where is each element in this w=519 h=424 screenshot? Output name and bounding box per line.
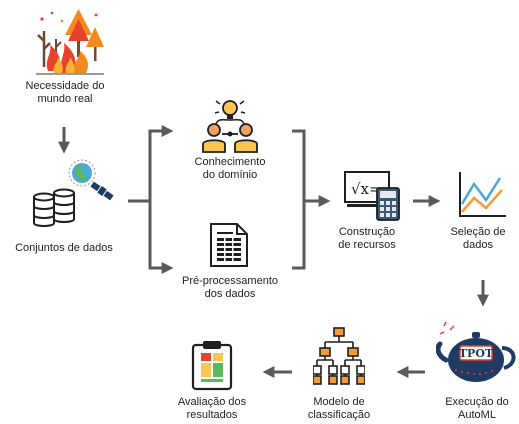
datasets-label: Conjuntos de dados — [15, 242, 113, 254]
domain-knowledge-label: Conhecimento do domínio — [194, 156, 266, 181]
real-world-need-label: Necessidade do mundo real — [25, 80, 105, 105]
automl-execution-label: Execução do AutoML — [445, 396, 509, 421]
line-chart-icon — [456, 170, 508, 220]
preprocessing-label: Pré-processamento dos dados — [182, 275, 278, 300]
experts-idea-icon — [200, 98, 260, 154]
spreadsheet-document-icon — [209, 222, 249, 268]
database-satellite-icon — [32, 155, 122, 235]
merge-bracket — [292, 129, 306, 270]
classification-model-label: Modelo de classificação — [307, 396, 371, 421]
svg-text:√x=: √x= — [351, 180, 382, 198]
split-bracket — [148, 129, 168, 270]
feature-construction-label: Construção de recursos — [338, 226, 396, 251]
data-selection-label: Seleção de dados — [450, 226, 506, 251]
decision-tree-icon — [313, 326, 365, 386]
results-evaluation-label: Avaliação dos resultados — [177, 396, 247, 421]
tpot-logo-text: TPOT — [459, 347, 494, 360]
formula-calculator-icon: √x= — [343, 170, 403, 222]
tpot-teapot-icon: TPOT — [436, 320, 518, 386]
clipboard-report-icon — [191, 339, 233, 391]
forest-fire-icon — [34, 5, 106, 77]
